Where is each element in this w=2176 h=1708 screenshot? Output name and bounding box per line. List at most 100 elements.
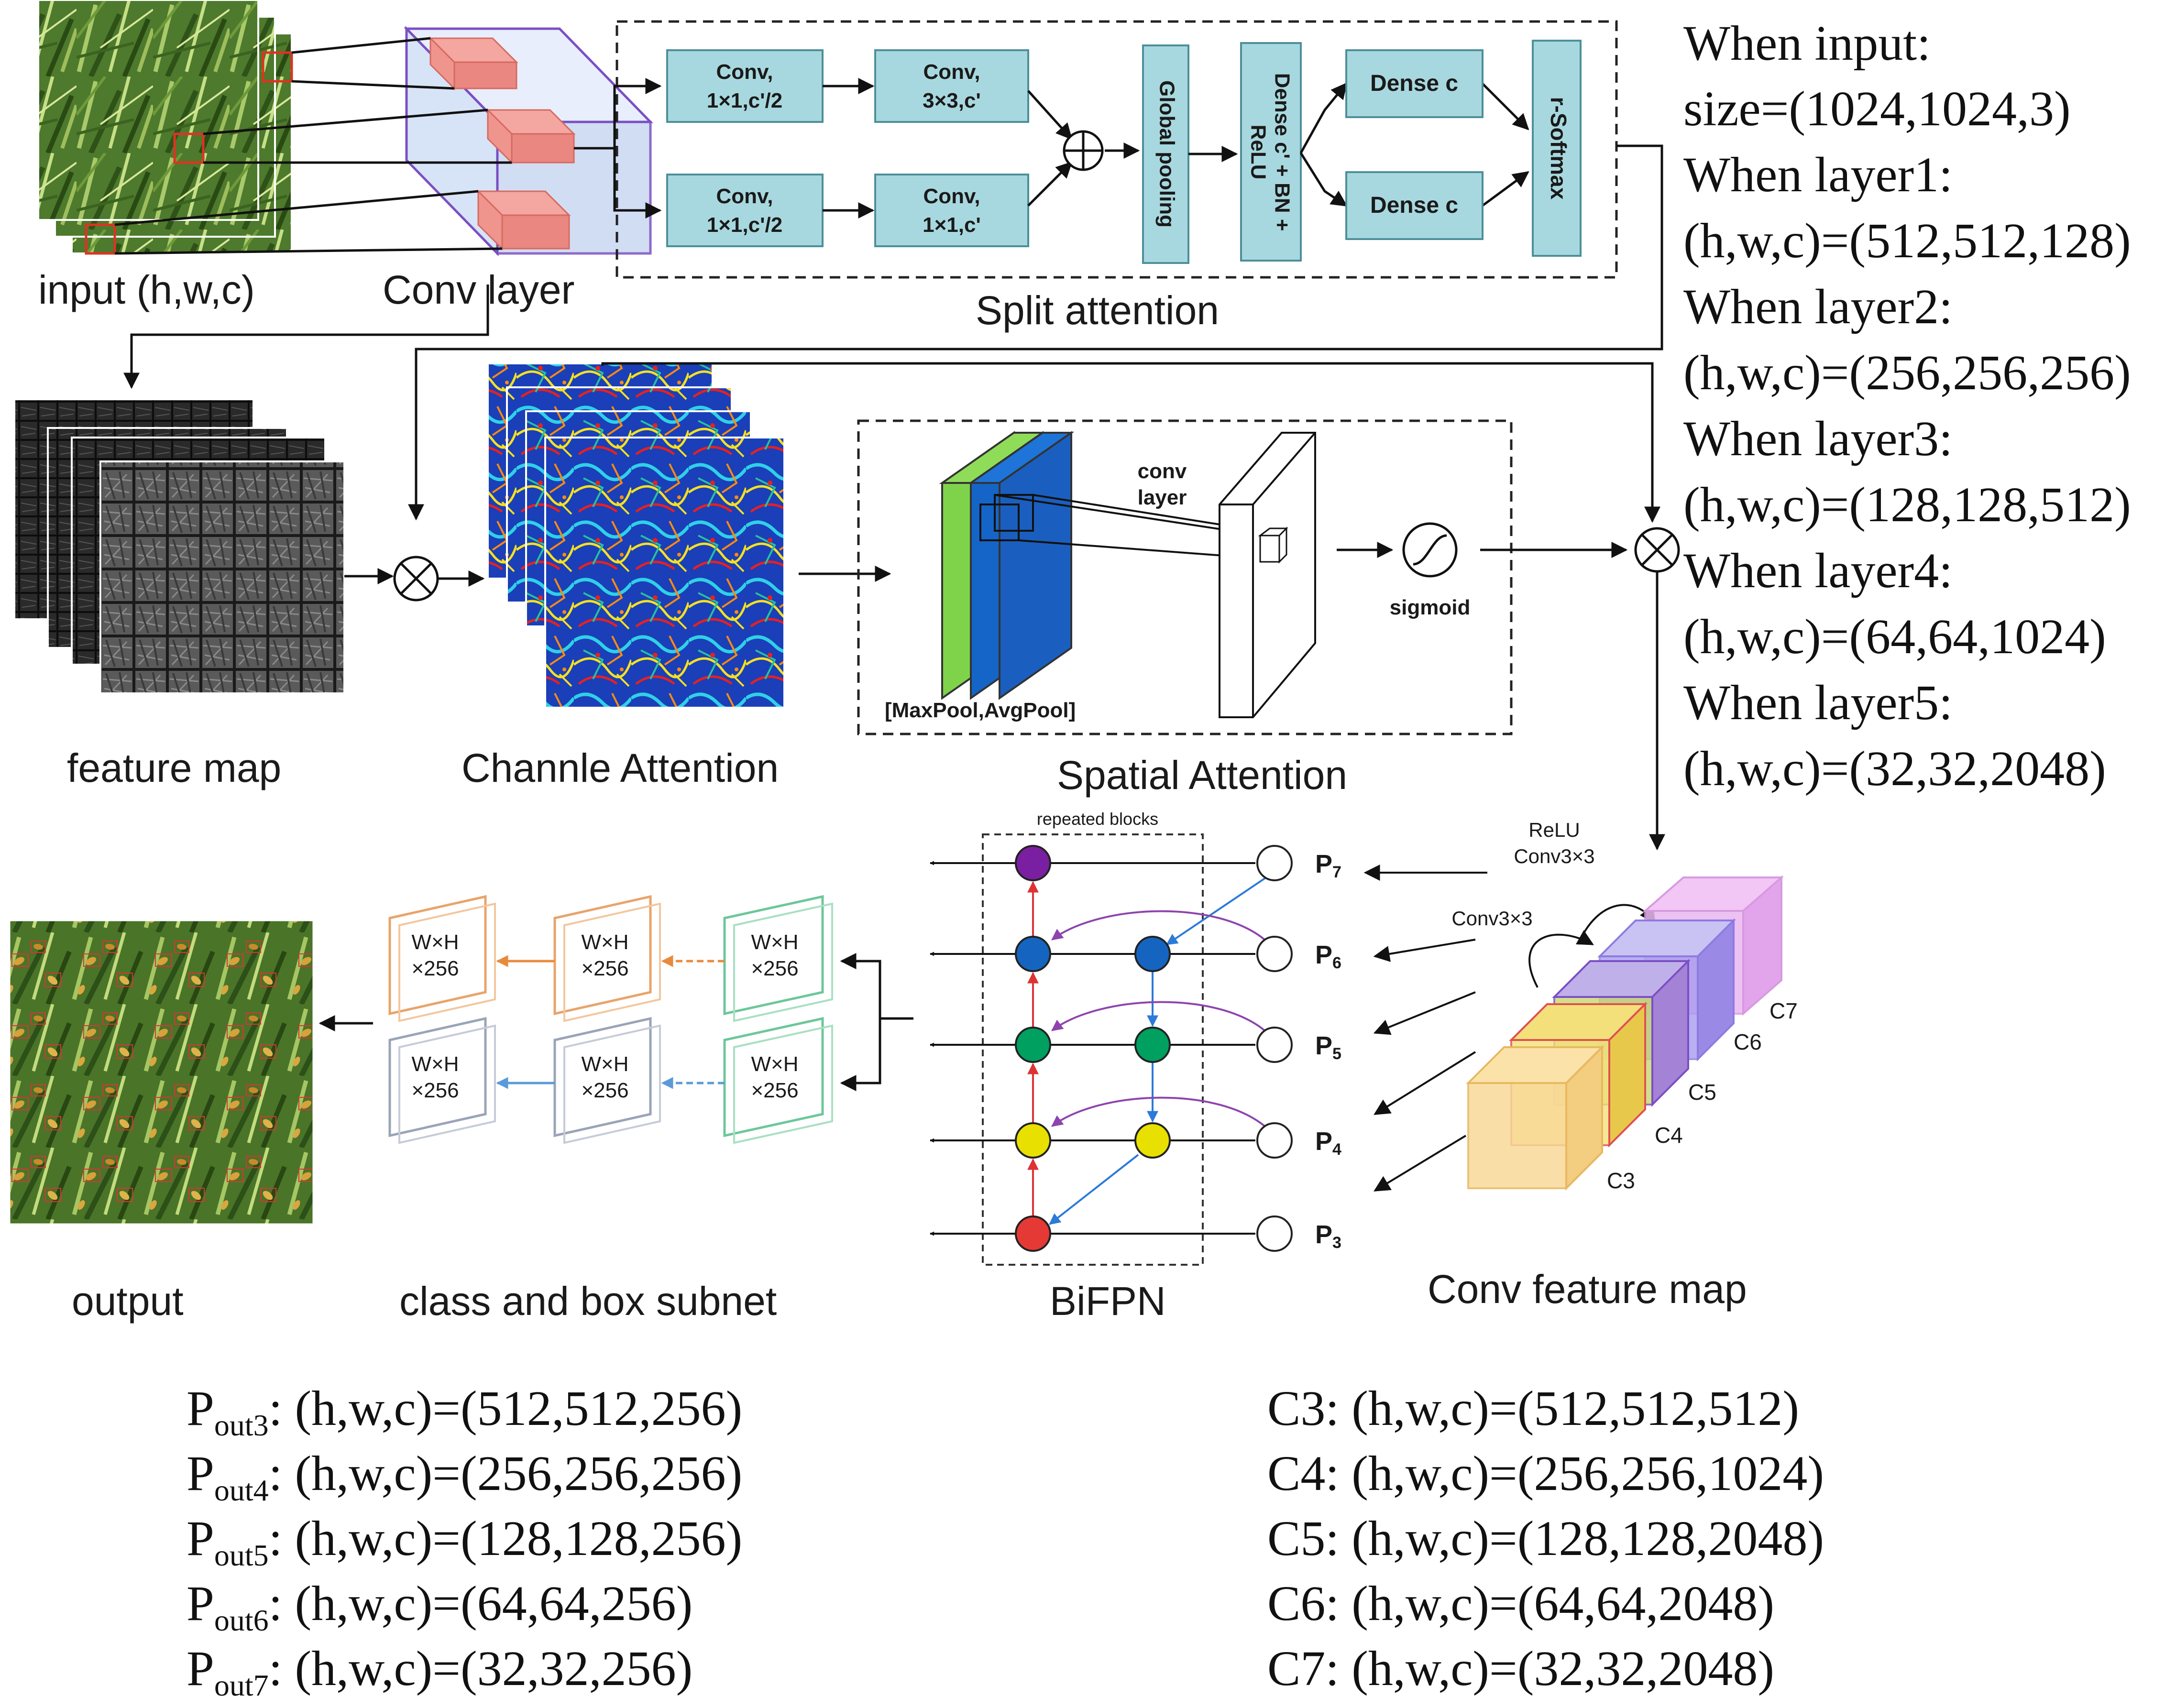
pool-block (939, 431, 1075, 700)
split-attention-box (615, 20, 1618, 279)
svg-text:Pout7: (h,w,c)=(32,32,256): Pout7: (h,w,c)=(32,32,256) (187, 1641, 692, 1702)
caption-feature-map: feature map (67, 745, 281, 790)
svg-text:Conv,: Conv, (716, 60, 773, 84)
caption-spatial-attention: Spatial Attention (1057, 753, 1347, 798)
svg-text:C4: C4 (1655, 1123, 1683, 1148)
svg-text:P3: P3 (1315, 1220, 1341, 1252)
conv-feature-cubes (1466, 875, 1784, 1191)
sigmoid-icon (1402, 522, 1458, 578)
svg-text:When layer2:: When layer2: (1683, 279, 1953, 334)
bifpn-horizontal-lines (930, 861, 1255, 1236)
subnet-row-box: W×H ×256 W×H ×256 W×H ×256 (388, 1017, 833, 1144)
split-conv-box-3: Conv, 1×1,c'/2 (666, 174, 824, 247)
cube-labels: C7 C6 C5 C4 C3 (1607, 998, 1798, 1193)
caption-split-attention: Split attention (976, 288, 1219, 333)
repeated-blocks-box (982, 833, 1204, 1266)
caption-input: input (h,w,c) (38, 267, 255, 312)
svg-text:W×H: W×H (412, 1052, 459, 1076)
svg-text:Conv,: Conv, (923, 185, 980, 208)
svg-text:C6: C6 (1734, 1029, 1762, 1054)
svg-text:C6: (h,w,c)=(64,64,2048): C6: (h,w,c)=(64,64,2048) (1267, 1576, 1774, 1631)
svg-text:3×3,c': 3×3,c' (923, 89, 981, 112)
svg-text:When layer4:: When layer4: (1683, 543, 1953, 598)
layers-info: When input: size=(1024,1024,3) When laye… (1683, 16, 2131, 796)
class-box-1: W×H ×256 (388, 895, 496, 1022)
caption-class-box-subnet: class and box subnet (399, 1279, 777, 1324)
repeated-blocks-label: repeated blocks (1037, 809, 1158, 829)
svg-text:Conv,: Conv, (716, 185, 773, 208)
caption-conv-layer: Conv layer (383, 267, 575, 312)
split-conv-box-2: Conv, 3×3,c' (874, 49, 1029, 123)
spatial-conv-label-1: conv (1138, 460, 1187, 483)
channel-attention-stack (487, 362, 785, 709)
input-to-conv-lines (114, 37, 512, 255)
c-info: C3: (h,w,c)=(512,512,512) C4: (h,w,c)=(2… (1267, 1381, 1824, 1696)
dense-c-box-2: Dense c (1345, 171, 1484, 240)
pout-info: Pout3: (h,w,c)=(512,512,256) Pout4: (h,w… (187, 1381, 742, 1702)
split-conv-box-4: Conv, 1×1,c' (874, 174, 1029, 247)
svg-text:P7: P7 (1315, 850, 1341, 881)
conv-to-featuremap-arrow (123, 285, 489, 389)
svg-text:1×1,c': 1×1,c' (923, 213, 981, 237)
svg-text:P5: P5 (1315, 1031, 1341, 1063)
dense-bn-relu-box: Dense c' + BN + ReLU (1240, 42, 1302, 262)
svg-text:×256: ×256 (751, 957, 798, 980)
multiply-icon-2 (1634, 527, 1680, 573)
svg-text:C5: (h,w,c)=(128,128,2048): C5: (h,w,c)=(128,128,2048) (1267, 1511, 1824, 1566)
split-output-line (408, 144, 1663, 521)
svg-text:×256: ×256 (581, 1079, 628, 1102)
svg-text:When input:: When input: (1683, 16, 1931, 71)
svg-text:C3: C3 (1607, 1168, 1635, 1193)
multiply-icon-1 (393, 556, 439, 602)
svg-text:×256: ×256 (411, 1079, 459, 1102)
svg-text:Dense c: Dense c (1370, 193, 1458, 218)
channel-to-multiply-line (601, 362, 1660, 523)
subnet-row-class: W×H ×256 W×H ×256 W×H ×256 (388, 895, 833, 1022)
svg-text:W×H: W×H (412, 931, 459, 954)
global-pooling-box: Global pooling (1142, 44, 1189, 264)
svg-text:1×1,c'/2: 1×1,c'/2 (707, 89, 783, 112)
class-box-3: W×H ×256 (723, 895, 833, 1022)
svg-text:W×H: W×H (751, 931, 799, 954)
cube-to-p-arrows (1363, 865, 1656, 1192)
svg-text:C7: (h,w,c)=(32,32,2048): C7: (h,w,c)=(32,32,2048) (1267, 1641, 1774, 1696)
svg-text:W×H: W×H (582, 931, 629, 954)
svg-text:r-Softmax: r-Softmax (1546, 97, 1571, 200)
conv33-label-a: Conv3×3 (1514, 845, 1594, 867)
sum-icon (1063, 130, 1104, 171)
box-box-3: W×H ×256 (723, 1017, 833, 1144)
svg-text:P6: P6 (1315, 941, 1341, 972)
r-softmax-box: r-Softmax (1532, 40, 1582, 257)
box-box-1: W×H ×256 (388, 1017, 496, 1144)
spatial-conv-label-2: layer (1138, 486, 1187, 509)
caption-conv-feature-map: Conv feature map (1428, 1267, 1747, 1312)
conv-layer-plane (1219, 432, 1316, 718)
class-box-2: W×H ×256 (553, 895, 661, 1022)
svg-text:When layer5:: When layer5: (1683, 675, 1953, 730)
svg-text:×256: ×256 (411, 957, 459, 980)
pool-label: [MaxPool,AvgPool] (885, 699, 1076, 722)
svg-text:W×H: W×H (582, 1052, 629, 1076)
svg-text:C4: (h,w,c)=(256,256,1024): C4: (h,w,c)=(256,256,1024) (1267, 1446, 1824, 1501)
bifpn-nodes (1015, 845, 1293, 1252)
svg-text:ReLU: ReLU (1246, 125, 1270, 180)
conv-layer-prism (404, 25, 653, 257)
svg-text:Dense c: Dense c (1370, 71, 1458, 96)
box-box-2: W×H ×256 (553, 1017, 661, 1144)
conv33-label-b: Conv3×3 (1451, 907, 1532, 930)
caption-bifpn: BiFPN (1050, 1279, 1166, 1324)
split-branch-lines (613, 78, 662, 219)
svg-text:×256: ×256 (751, 1079, 798, 1102)
svg-text:Pout6: (h,w,c)=(64,64,256): Pout6: (h,w,c)=(64,64,256) (187, 1576, 692, 1637)
svg-text:C3: (h,w,c)=(512,512,512): C3: (h,w,c)=(512,512,512) (1267, 1381, 1799, 1436)
svg-text:Pout4: (h,w,c)=(256,256,256): Pout4: (h,w,c)=(256,256,256) (187, 1446, 742, 1507)
bifpn-level-labels: P7 P6 P5 P4 P3 (1315, 850, 1341, 1252)
cube-c3 (1466, 1045, 1605, 1191)
svg-text:P4: P4 (1315, 1127, 1341, 1159)
svg-text:Global pooling: Global pooling (1155, 80, 1178, 228)
caption-channel-attention: Channle Attention (462, 745, 779, 790)
bifpn-cross-connections (1027, 874, 1271, 1225)
svg-text:(h,w,c)=(32,32,2048): (h,w,c)=(32,32,2048) (1683, 741, 2106, 796)
split-conv-box-1: Conv, 1×1,c'/2 (666, 49, 824, 123)
